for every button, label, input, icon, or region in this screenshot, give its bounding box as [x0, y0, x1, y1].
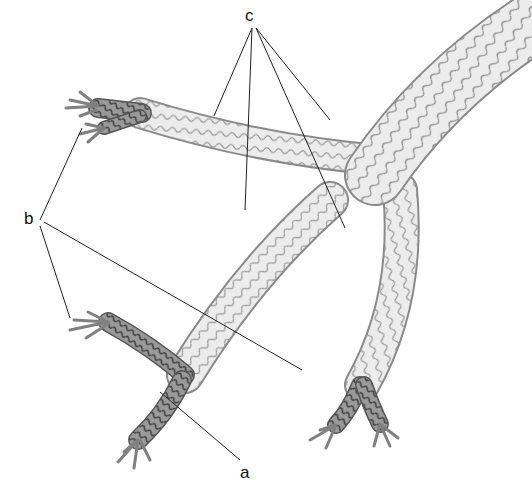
dark-segments — [98, 108, 380, 440]
part-letter: c — [243, 6, 256, 25]
part-letter: a — [238, 463, 251, 482]
light-segments — [140, 15, 532, 385]
part-letter: b — [22, 209, 35, 228]
leader-lines — [40, 28, 345, 460]
hand-tips — [66, 92, 398, 468]
